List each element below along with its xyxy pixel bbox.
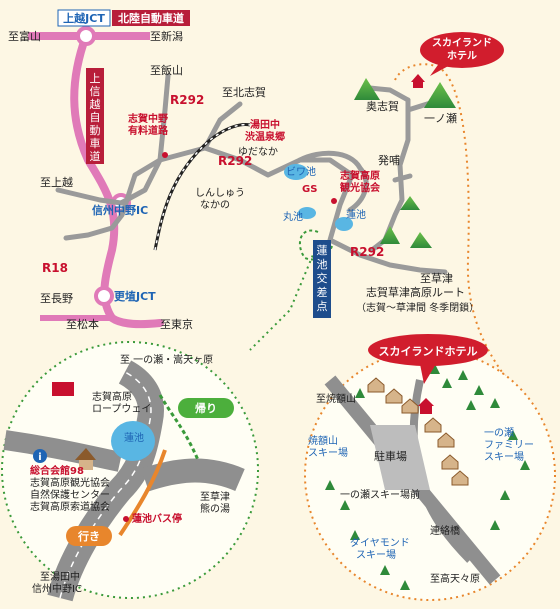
toll-marker bbox=[162, 152, 168, 158]
svg-text:自: 自 bbox=[90, 111, 101, 124]
hasu-pond bbox=[335, 217, 353, 231]
svg-text:動: 動 bbox=[90, 123, 101, 137]
shinshu-nakano-2: なかの bbox=[200, 199, 230, 211]
to-joetsu: 至上越 bbox=[40, 175, 73, 189]
to-nagano: 至長野 bbox=[40, 292, 73, 305]
svg-text:差: 差 bbox=[317, 285, 328, 299]
biwa-pond bbox=[284, 164, 308, 180]
svg-text:蓮: 蓮 bbox=[317, 243, 328, 257]
r292-label-3: R292 bbox=[350, 245, 384, 259]
ichinose-label: 一ノ瀬 bbox=[424, 111, 457, 125]
ichinose-detail-circle bbox=[304, 349, 556, 601]
bridge-label: 連絡橋 bbox=[430, 524, 460, 537]
family-ski-1: 一の瀬 bbox=[484, 427, 514, 439]
svg-text:点: 点 bbox=[317, 300, 328, 313]
to-toyama: 至富山 bbox=[8, 29, 41, 43]
yudanaka-onsen-2: 渋温泉郷 bbox=[245, 130, 285, 143]
biwa-pond-label: ビワ池 bbox=[286, 165, 316, 178]
svg-text:道: 道 bbox=[90, 149, 101, 163]
ropeway-label-2: ロープウェイ bbox=[92, 403, 151, 415]
to-yakebitai: 至焼額山 bbox=[316, 392, 356, 405]
to-yudanaka-detail-1: 至湯田中 bbox=[40, 570, 80, 583]
yakebitai-ski-2: スキー場 bbox=[308, 446, 348, 459]
joetsu-jct-label: 上越JCT bbox=[63, 11, 105, 25]
kankou-label-2: 観光協会 bbox=[340, 181, 380, 194]
family-ski-2: ファミリー bbox=[484, 440, 534, 451]
hasuike-junction-label: 蓮 池 交 差 点 bbox=[313, 240, 331, 318]
center-label-2: 志賀高原観光協会 bbox=[30, 476, 110, 489]
route-note: （志賀～草津間 冬季閉鎖） bbox=[356, 301, 479, 314]
railway bbox=[153, 123, 251, 251]
svg-text:越: 越 bbox=[90, 97, 101, 111]
svg-text:行き: 行き bbox=[77, 529, 100, 543]
to-kusatsu-detail-1: 至草津 bbox=[200, 491, 230, 503]
mountain-icons bbox=[354, 78, 456, 248]
iki-badge: 行き bbox=[66, 526, 112, 546]
svg-text:スカイランドホテル: スカイランドホテル bbox=[379, 345, 478, 358]
skyland-hotel-icon bbox=[411, 74, 425, 88]
to-kusatsu-detail-2: 熊の湯 bbox=[200, 502, 230, 515]
diamond-ski-2: スキー場 bbox=[356, 548, 396, 561]
hasu-pond-label: 蓮池 bbox=[346, 208, 366, 221]
toll-road-label-2: 有料道路 bbox=[128, 124, 169, 137]
svg-text:車: 車 bbox=[90, 136, 101, 150]
to-yudanaka-detail-2: 信州中野IC bbox=[32, 582, 82, 595]
center-label-1: 総合会館98 bbox=[30, 464, 84, 477]
to-niigata: 至新潟 bbox=[150, 29, 183, 43]
nakano-ic-label: 信州中野IC bbox=[92, 203, 148, 217]
to-takaamagahara: 至高天々原 bbox=[430, 572, 480, 585]
joshinetsu-label: 上 信 越 自 動 車 道 bbox=[86, 68, 104, 164]
toll-road-label-1: 志賀中野 bbox=[128, 112, 168, 125]
skyland-hotel-detail-bubble: スカイランドホテル bbox=[368, 334, 488, 384]
r292-label-1: R292 bbox=[170, 93, 204, 107]
svg-text:信: 信 bbox=[90, 85, 101, 98]
family-ski-3: スキー場 bbox=[484, 450, 524, 463]
koshoku-jct-label: 更埴JCT bbox=[114, 289, 156, 303]
route-label: 志賀草津高原ルート bbox=[366, 285, 465, 299]
yudanaka-station: ゆだなか bbox=[238, 146, 278, 158]
r292-label-2: R292 bbox=[218, 154, 252, 168]
skyland-label-2: ホテル bbox=[447, 50, 477, 62]
to-kusatsu: 至草津 bbox=[420, 272, 453, 285]
shinshu-nakano-1: しんしゅう bbox=[195, 187, 245, 199]
svg-text:i: i bbox=[38, 452, 41, 463]
parking-label: 駐車場 bbox=[374, 449, 407, 463]
kankou-marker bbox=[331, 198, 337, 204]
gray-roads bbox=[55, 73, 448, 275]
info-icon: i bbox=[33, 449, 47, 463]
center-label-3: 自然保護センター bbox=[30, 488, 110, 501]
center-label-4: 志賀高原索道協会 bbox=[30, 500, 110, 513]
okushiga-label: 奥志賀 bbox=[366, 99, 399, 113]
svg-text:帰り: 帰り bbox=[195, 401, 217, 415]
ropeway-label-1: 志賀高原 bbox=[92, 390, 132, 403]
diamond-ski-1: ダイヤモンド bbox=[350, 536, 410, 549]
gs-label: GS bbox=[302, 184, 317, 195]
hossaka-label: 発哺 bbox=[378, 153, 400, 167]
to-tokyo: 至東京 bbox=[160, 317, 193, 331]
bus-stop-label: 蓮池バス停 bbox=[132, 512, 182, 525]
to-kitashiga: 至北志賀 bbox=[222, 86, 266, 99]
yakebitai-ski-1: 焼額山 bbox=[308, 434, 338, 447]
maru-pond-label: 丸池 bbox=[283, 210, 303, 223]
skyland-label-1: スカイランド bbox=[432, 37, 492, 49]
joetsu-jct-marker bbox=[76, 26, 96, 46]
to-matsumoto: 至松本 bbox=[66, 317, 99, 331]
r18-label: R18 bbox=[42, 261, 68, 275]
svg-text:上: 上 bbox=[90, 72, 101, 85]
to-ichinose-detail: 至 一の瀬・嵩天ヶ原 bbox=[120, 354, 213, 366]
svg-text:池: 池 bbox=[317, 258, 328, 271]
kaeri-badge: 帰り bbox=[178, 398, 234, 418]
skyland-hotel-bubble: スカイランド ホテル bbox=[420, 32, 504, 76]
hasu-pond-detail: 蓮池 bbox=[124, 431, 144, 444]
yudanaka-onsen-1: 湯田中 bbox=[250, 118, 280, 131]
koshoku-jct-marker bbox=[94, 286, 114, 306]
hokuriku-label: 北陸自動車道 bbox=[118, 11, 184, 25]
svg-text:交: 交 bbox=[317, 271, 328, 285]
ichinose-mae-label: 一の瀬スキー場前 bbox=[340, 488, 420, 501]
kankou-label-1: 志賀高原 bbox=[340, 169, 380, 182]
to-iiyama: 至飯山 bbox=[150, 63, 183, 77]
maru-pond bbox=[298, 207, 316, 219]
